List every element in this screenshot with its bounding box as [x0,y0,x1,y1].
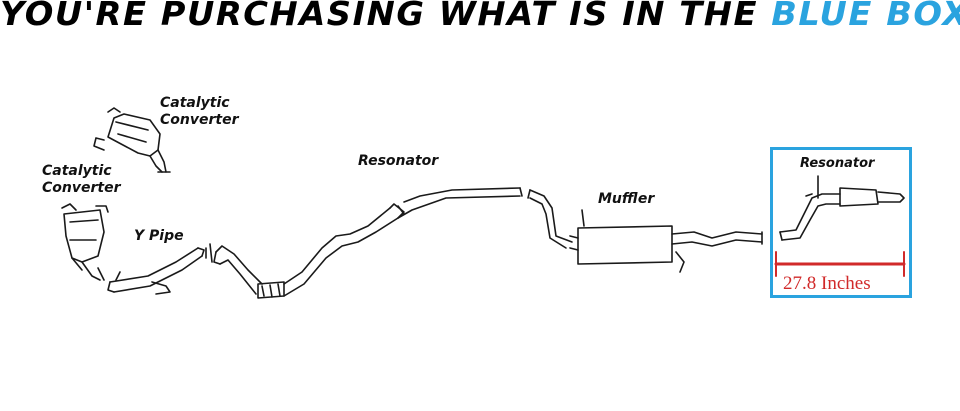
headline-prefix: YOU'RE PURCHASING WHAT IS IN THE [0,0,772,33]
label-line: Catalytic [42,163,112,179]
muffler-part [527,189,763,273]
y-pipe-part [107,243,213,295]
catalytic-converter-top-part [93,107,171,173]
catalytic-converter-left-part [61,203,109,281]
label-y-pipe: Y Pipe [134,228,184,244]
boxed-resonator-part [779,175,905,241]
blue-box [770,147,912,298]
headline-highlight: BLUE BOX [771,0,960,33]
label-resonator-boxed: Resonator [800,156,875,171]
label-muffler: Muffler [598,191,655,207]
main-pipe-resonator-part [213,187,523,299]
measurement-line [774,251,906,277]
label-line: Converter [160,112,239,128]
headline: YOU'RE PURCHASING WHAT IS IN THE BLUE BO… [0,0,960,42]
label-line: Catalytic [160,95,230,111]
label-line: Converter [42,180,121,196]
label-resonator-main: Resonator [358,153,439,169]
measurement-label: 27.8 Inches [783,273,871,294]
